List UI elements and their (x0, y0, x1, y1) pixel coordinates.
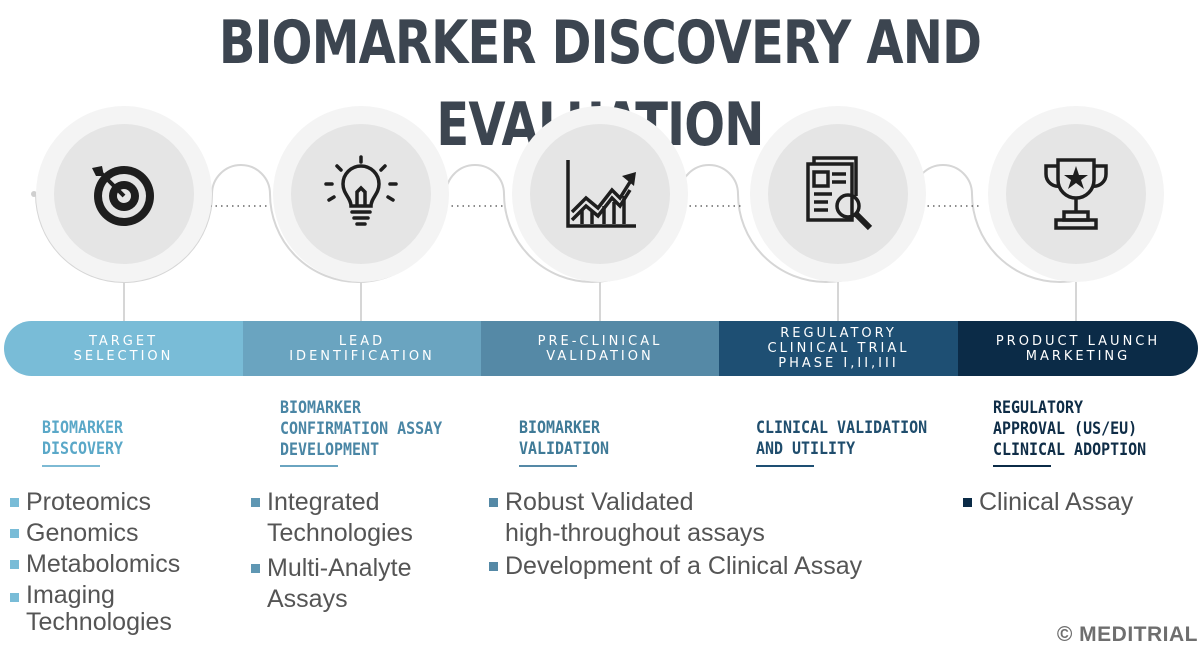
trophy-icon (1044, 158, 1108, 230)
document-search-icon (806, 156, 873, 231)
target-icon (92, 166, 154, 226)
stage-4-circle (750, 106, 926, 282)
chart-growth-icon (566, 160, 636, 228)
copyright-credit: © MEDITRIAL (1056, 623, 1198, 646)
list-item: Proteomics (10, 487, 180, 518)
lightbulb-icon (324, 155, 398, 226)
connector-wave (31, 164, 1149, 322)
stage-5-underline (993, 465, 1051, 467)
stage-2-underline (280, 465, 338, 467)
stage-1-underline (42, 465, 100, 467)
stage-3-underline (519, 465, 577, 467)
list-item: Clinical Assay (963, 487, 1133, 518)
stage-4-underline (756, 465, 814, 467)
list-item: Genomics (10, 518, 180, 549)
stage-3-circle (512, 106, 688, 282)
list-item: Metabolomics (10, 549, 180, 580)
stage-5-circle (988, 106, 1164, 282)
stage-4-list: Clinical Assay (963, 487, 1133, 518)
stage-1-list: Proteomics Genomics Metabolomics Imaging… (10, 487, 180, 636)
list-item: Development of a Clinical Assay (489, 551, 862, 582)
stage-1-circle (36, 106, 212, 282)
stage-2-circle (273, 106, 449, 282)
